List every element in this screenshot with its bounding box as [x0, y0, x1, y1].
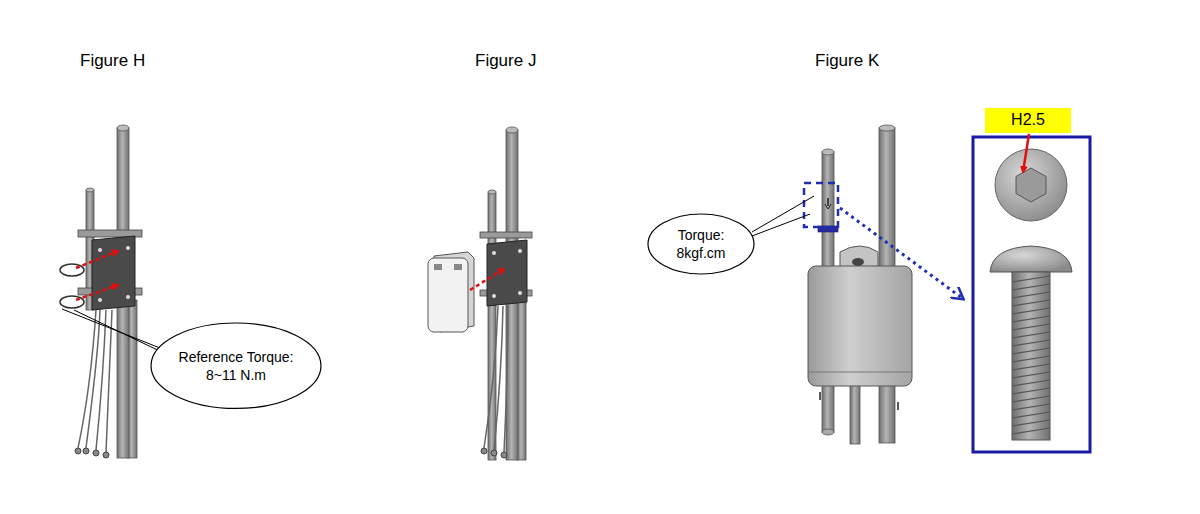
torque-value: Reference Torque: 8~11 N.m	[174, 348, 298, 384]
figure-title: Figure J	[475, 51, 536, 71]
callout-outline	[151, 323, 321, 408]
figure-k-drawing	[752, 125, 1090, 452]
figure-title: Figure H	[80, 51, 145, 71]
torque-callout: Reference Torque: 8~11 N.m	[150, 322, 322, 409]
callout-ellipse	[150, 322, 322, 409]
callout-outline	[648, 214, 754, 274]
torque-callout: Torque: 8kgf.cm	[647, 213, 755, 275]
callout-ellipse	[647, 213, 755, 275]
torque-value: Torque: 8kgf.cm	[662, 226, 740, 262]
figure-j-drawing	[428, 127, 532, 460]
figure-h-drawing	[60, 125, 170, 458]
tool-size-tag: H2.5	[985, 108, 1071, 133]
figure-title: Figure K	[815, 51, 879, 71]
hex-key-size: H2.5	[1011, 110, 1045, 131]
